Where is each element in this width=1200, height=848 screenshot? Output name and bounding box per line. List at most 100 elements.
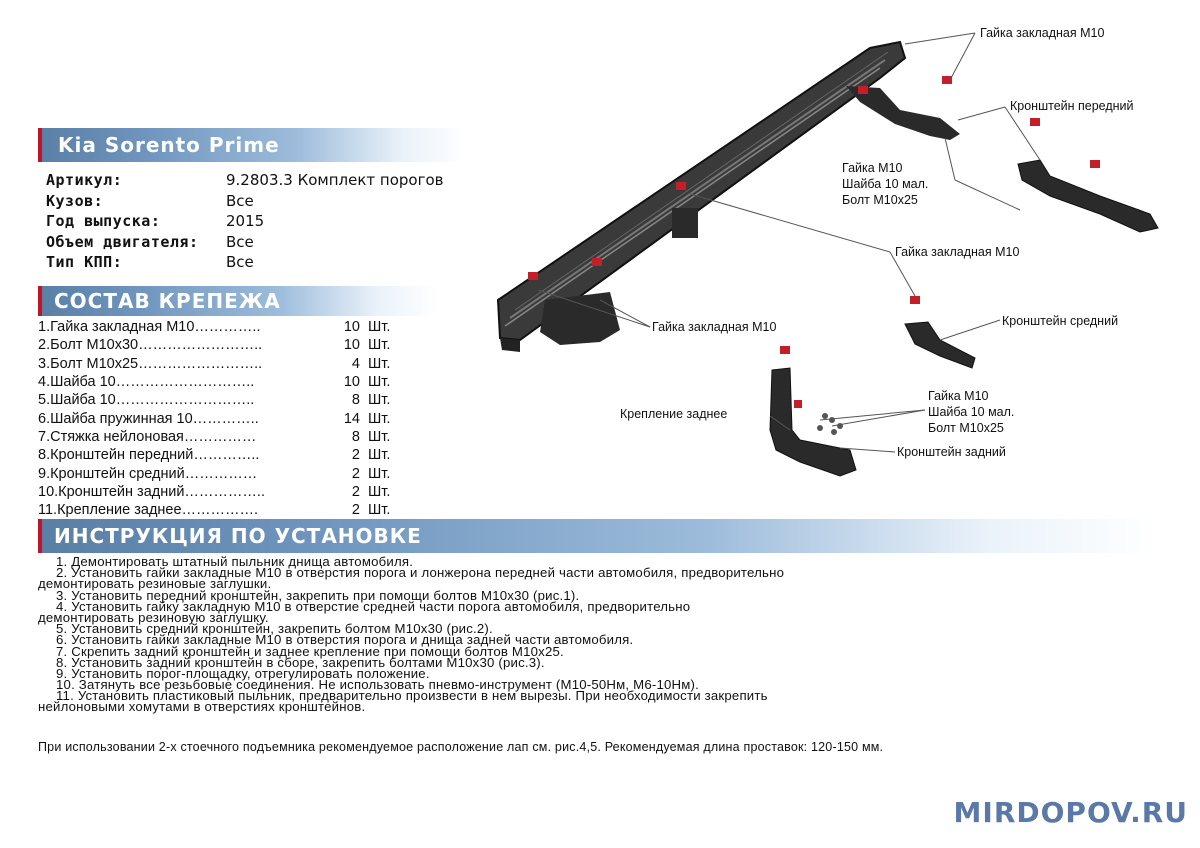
- fastener-name: 2.Болт М10х30……………………..: [38, 337, 263, 354]
- instruction-line: 1. Демонтировать штатный пыльник днища а…: [56, 554, 414, 569]
- fastener-unit: Шт.: [368, 392, 391, 409]
- fastener-qty: 8: [351, 392, 360, 409]
- spec-value: Все: [226, 191, 254, 210]
- fastener-unit: Шт.: [368, 465, 391, 482]
- callout-rear-mount: Крепление заднее: [620, 407, 727, 421]
- fastener-name: 7.Стяжка нейлоновая……………: [38, 428, 257, 445]
- lift-footnote: При использовании 2-х стоечного подъемни…: [38, 740, 884, 754]
- board-bracket-front: [846, 86, 960, 140]
- instruction-line: 8. Установить задний кронштейн в сборе, …: [56, 654, 545, 670]
- fastener-qty: 14: [343, 410, 360, 427]
- fastener-row: 2.Болт М10х30…………………….. 10 Шт.: [38, 336, 390, 354]
- site-logo[interactable]: MIRDOPOV.RU: [953, 796, 1188, 829]
- board-bracket-middle: [672, 208, 698, 238]
- board-bracket-rear: [540, 292, 620, 345]
- callout-bracket-rear: Кронштейн задний: [897, 445, 1006, 459]
- spec-row: Артикул: 9.2803.3 Комплект порогов: [46, 170, 443, 191]
- callout-nut-top: Гайка закладная М10: [980, 26, 1104, 40]
- fastener-row: 5.Шайба 10……………………….. 8 Шт.: [38, 391, 390, 409]
- instruction-line: 10. Затянуть все резьбовые соединения. Н…: [56, 677, 699, 693]
- fastener-name: 10.Кронштейн задний……………..: [38, 483, 265, 500]
- instructions-list: 1. Демонтировать штатный пыльник днища а…: [38, 554, 918, 715]
- spec-label: Объем двигателя:: [46, 232, 199, 251]
- fastener-row: 1.Гайка закладная М10………….. 10 Шт.: [38, 318, 390, 336]
- fastener-qty: 2: [351, 465, 360, 482]
- fastener-qty: 2: [351, 483, 360, 500]
- spec-row: Тип КПП: Все: [46, 252, 443, 273]
- fastener-name: 4.Шайба 10………………………..: [38, 374, 255, 391]
- spec-label: Кузов:: [46, 191, 104, 210]
- fastener-unit: Шт.: [368, 337, 391, 354]
- spec-value: 2015: [226, 212, 265, 231]
- spec-value: Все: [226, 232, 254, 251]
- fastener-qty: 2: [351, 447, 360, 464]
- instruction-line: 6. Установить гайки закладные М10 в отве…: [56, 632, 634, 648]
- spec-value: 9.2803.3 Комплект порогов: [226, 171, 444, 190]
- running-board: [496, 40, 907, 352]
- fastener-row: 6.Шайба пружинная 10………….. 14 Шт.: [38, 409, 390, 427]
- callout-front-hw-3: Болт М10х25: [842, 193, 918, 207]
- fastener-qty: 4: [351, 355, 360, 372]
- callout-rear-hw-1: Гайка М10: [928, 389, 989, 403]
- fastener-unit: Шт.: [368, 374, 391, 391]
- fastener-name: 3.Болт М10х25……………………..: [38, 355, 263, 372]
- callout-rear-hw-3: Болт М10х25: [928, 421, 1004, 435]
- fastener-name: 9.Кронштейн средний……………: [38, 465, 258, 482]
- callout-nut-middle: Гайка закладная М10: [895, 245, 1019, 259]
- instruction-line: 9. Установить порог-площадку, отрегулиро…: [56, 665, 430, 681]
- spec-row: Объем двигателя: Все: [46, 232, 443, 253]
- callout-front-hw-2: Шайба 10 мал.: [842, 177, 928, 191]
- fastener-unit: Шт.: [368, 428, 391, 445]
- instruction-line: 3. Установить передний кронштейн, закреп…: [56, 587, 580, 603]
- fasteners-heading: СОСТАВ КРЕПЕЖА: [38, 286, 438, 316]
- fastener-name: 1.Гайка закладная М10…………..: [38, 319, 261, 336]
- instruction-line: нейлоновыми хомутами в отверстиях кроншт…: [38, 699, 366, 715]
- fastener-row: 9.Кронштейн средний…………… 2 Шт.: [38, 464, 390, 482]
- fastener-row: 7.Стяжка нейлоновая…………… 8 Шт.: [38, 428, 390, 446]
- fastener-qty: 10: [343, 319, 360, 336]
- fastener-name: 5.Шайба 10………………………..: [38, 392, 255, 409]
- callout-bracket-middle: Кронштейн средний: [1002, 314, 1118, 328]
- fastener-qty: 10: [343, 374, 360, 391]
- spec-list: Артикул: 9.2803.3 Комплект порогов Кузов…: [46, 170, 443, 273]
- fastener-name: 8.Кронштейн передний…………..: [38, 447, 260, 464]
- spec-label: Артикул:: [46, 171, 123, 190]
- instructions-heading: ИНСТРУКЦИЯ ПО УСТАНОВКЕ: [38, 519, 1158, 553]
- fastener-qty: 8: [351, 428, 360, 445]
- spec-label: Тип КПП:: [46, 253, 123, 272]
- instruction-line: 5. Установить средний кронштейн, закрепи…: [56, 621, 493, 637]
- fastener-unit: Шт.: [368, 410, 391, 427]
- page-title: Kia Sorento Prime: [38, 128, 468, 162]
- spec-label: Год выпуска:: [46, 212, 161, 231]
- fastener-unit: Шт.: [368, 319, 391, 336]
- instruction-line: 11. Установить пластиковый пыльник, пред…: [56, 688, 768, 704]
- instruction-line: 4. Установить гайку закладную М10 в отве…: [56, 598, 691, 614]
- fastener-row: 8.Кронштейн передний………….. 2 Шт.: [38, 446, 390, 464]
- fastener-row: 3.Болт М10х25…………………….. 4 Шт.: [38, 355, 390, 373]
- middle-bracket-exploded: [904, 321, 976, 369]
- fastener-unit: Шт.: [368, 355, 391, 372]
- bolt-markers: [817, 413, 843, 435]
- rear-bracket-exploded: [769, 367, 857, 477]
- instruction-line: демонтировать резиновую заглушку.: [38, 609, 269, 625]
- fastener-unit: Шт.: [368, 483, 391, 500]
- fastener-name: 6.Шайба пружинная 10…………..: [38, 410, 259, 427]
- fastener-qty: 10: [343, 337, 360, 354]
- front-bracket-exploded: [1017, 159, 1159, 233]
- fastener-row: 4.Шайба 10……………………….. 10 Шт.: [38, 373, 390, 391]
- nut-markers: [528, 76, 1100, 408]
- spec-row: Кузов: Все: [46, 191, 443, 212]
- instruction-line: 7. Скрепить задний кронштейн и заднее кр…: [56, 643, 564, 659]
- callout-front-hw-1: Гайка М10: [842, 161, 903, 175]
- callout-rear-hw-2: Шайба 10 мал.: [928, 405, 1014, 419]
- spec-value: Все: [226, 253, 254, 272]
- leader-lines: [537, 32, 1041, 453]
- spec-row: Год выпуска: 2015: [46, 211, 443, 232]
- fastener-row: 10.Кронштейн задний…………….. 2 Шт.: [38, 483, 390, 501]
- callout-nut-rear: Гайка закладная М10: [652, 320, 776, 334]
- fastener-qty: 2: [351, 502, 360, 519]
- fastener-unit: Шт.: [368, 447, 391, 464]
- callout-bracket-front: Кронштейн передний: [1010, 99, 1134, 113]
